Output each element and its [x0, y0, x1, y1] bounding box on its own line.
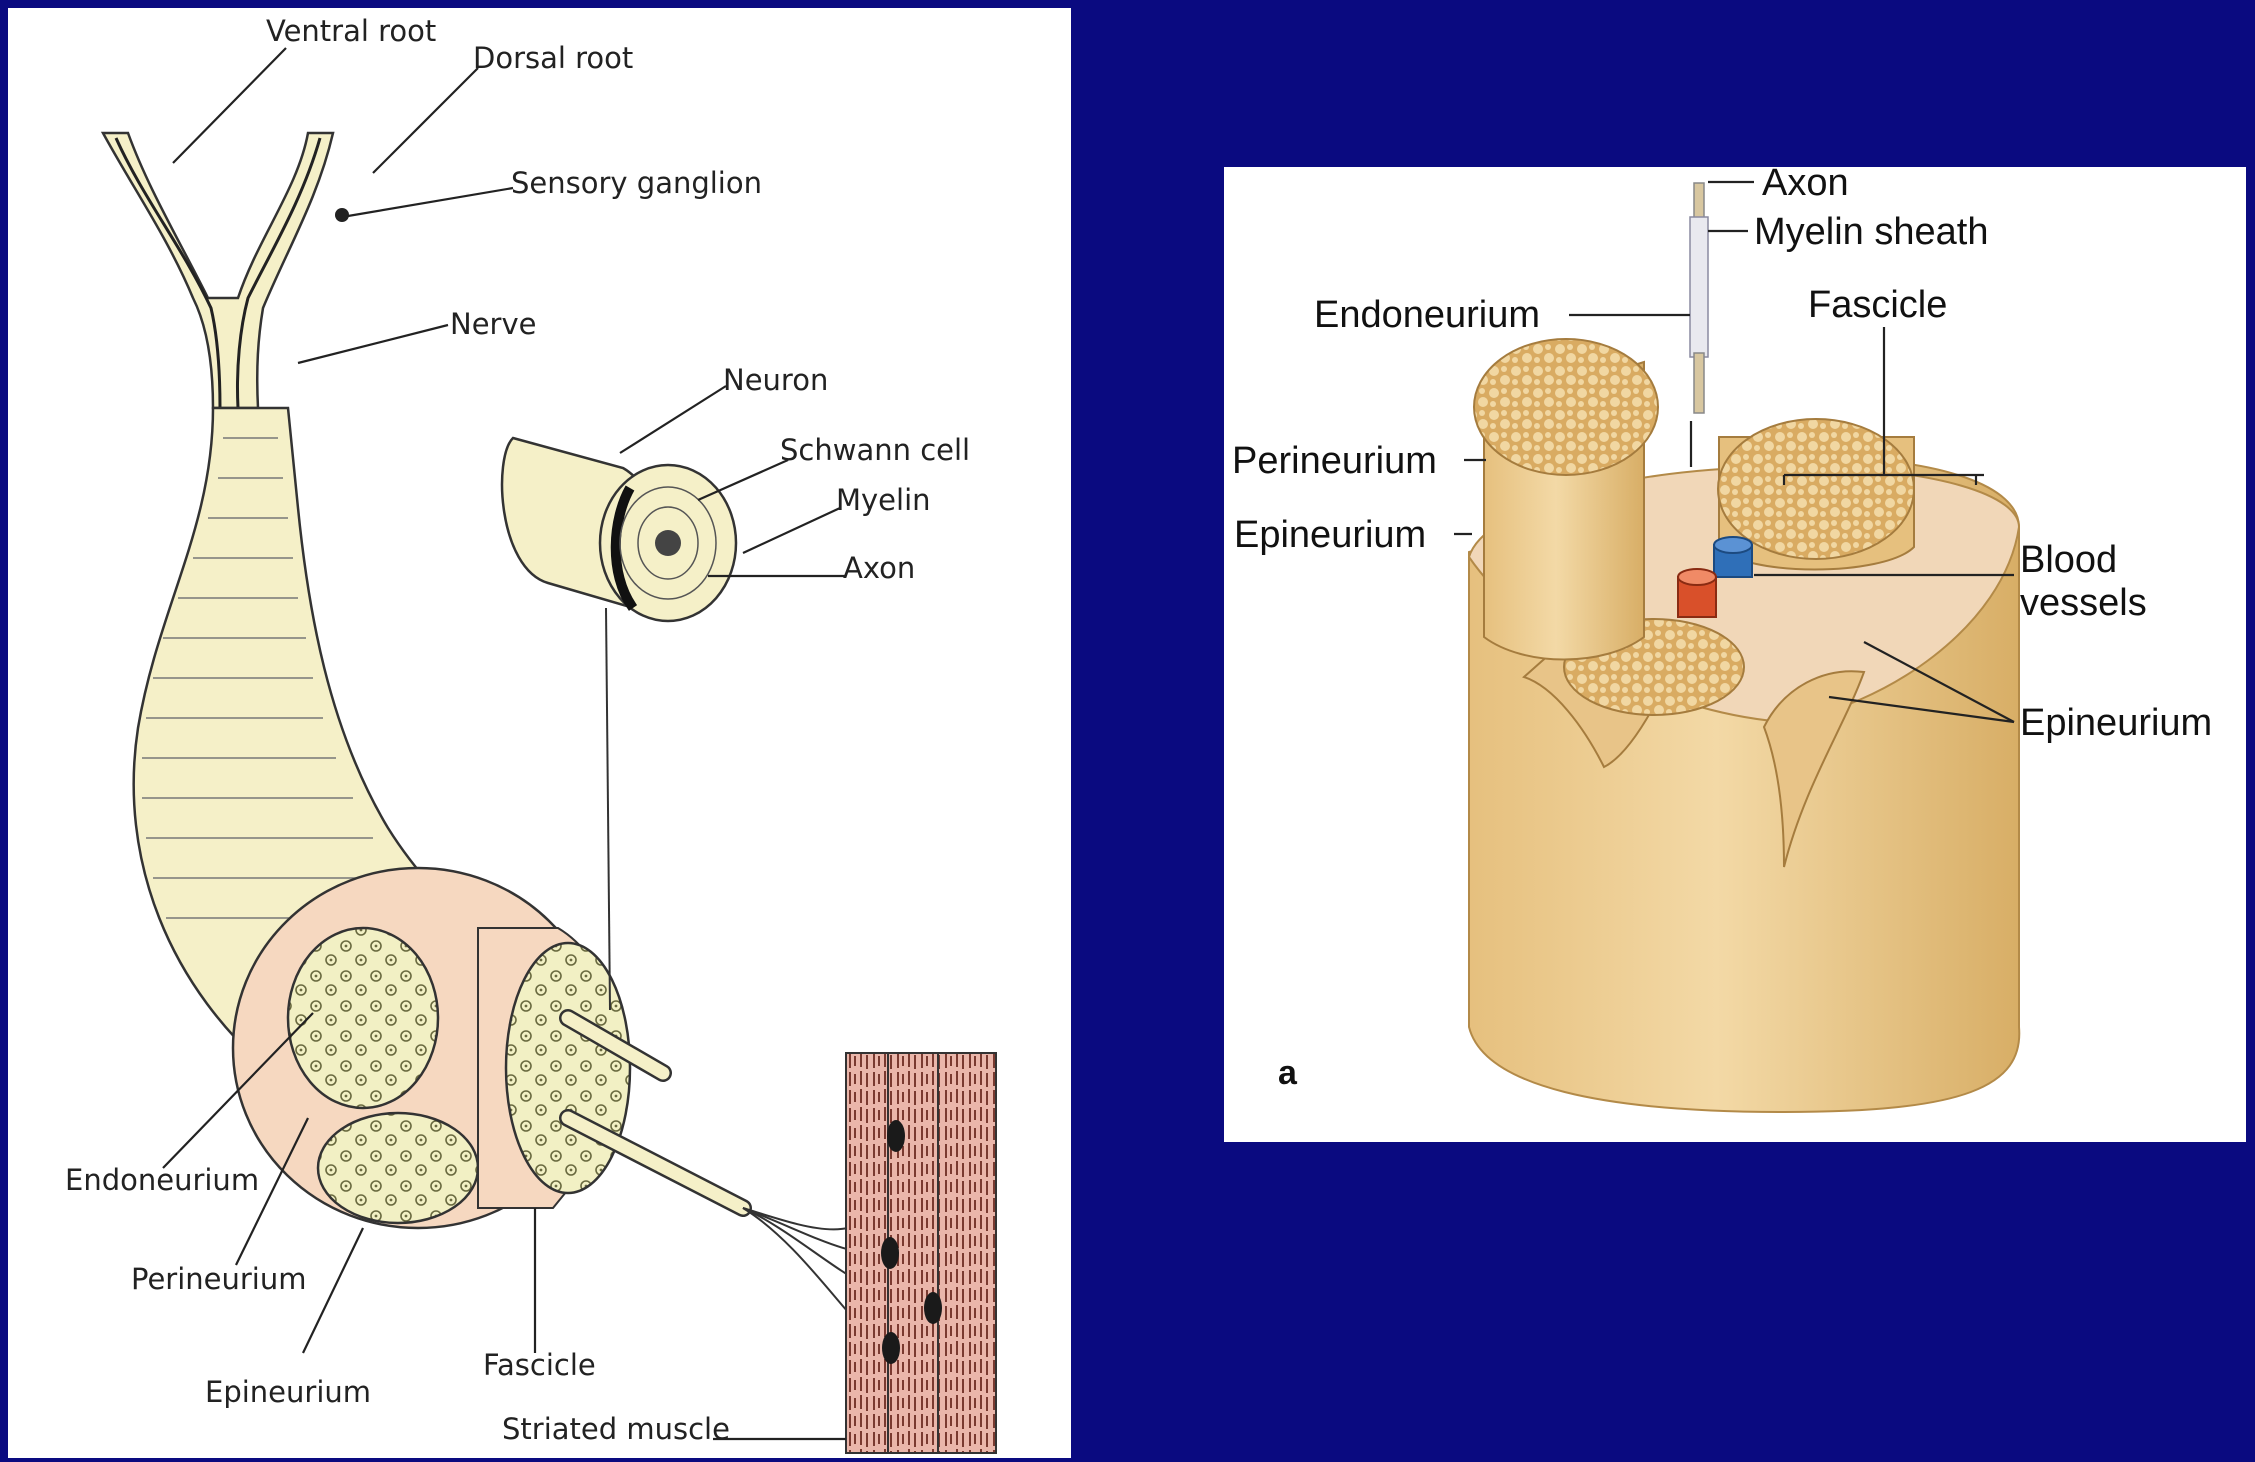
motor-end-plates — [881, 1120, 942, 1364]
striated-muscle-block — [845, 1052, 997, 1454]
label-endoneurium: Endoneurium — [1314, 294, 1540, 336]
label-blood-vessels-line2: vessels — [2020, 582, 2147, 624]
label-epineurium-lower: Epineurium — [2020, 702, 2212, 744]
label-blood-vessels-line1: Blood — [2020, 539, 2117, 581]
label-nerve: Nerve — [450, 307, 536, 341]
label-endoneurium: Endoneurium — [65, 1163, 259, 1197]
right-nerve-diagram-panel: Axon Myelin sheath Endoneurium Fascicle … — [1224, 167, 2246, 1142]
nerve-hatching — [142, 437, 428, 919]
fascicle-end — [504, 941, 632, 1195]
right-nerve-diagram: Axon Myelin sheath Endoneurium Fascicle … — [1232, 167, 2212, 1114]
label-fascicle: Fascicle — [483, 1348, 596, 1382]
schwann-cell-band — [610, 485, 638, 611]
label-epineurium: Epineurium — [205, 1375, 371, 1409]
label-axon: Axon — [1762, 167, 1849, 204]
label-striated-muscle: Striated muscle — [502, 1412, 730, 1446]
axon-core — [655, 530, 681, 556]
myelin-sheath-rod — [1689, 216, 1709, 358]
left-leader-lines — [162, 47, 846, 1441]
label-dorsal-root: Dorsal root — [473, 41, 633, 75]
label-perineurium: Perineurium — [1232, 440, 1437, 482]
label-neuron: Neuron — [723, 363, 828, 397]
label-fascicle: Fascicle — [1808, 284, 1947, 326]
label-ventral-root: Ventral root — [266, 14, 436, 48]
label-myelin-sheath: Myelin sheath — [1754, 211, 1988, 253]
blood-vessels — [1677, 536, 1753, 618]
nerve-roots — [100, 131, 349, 410]
right-leader-lines — [1454, 180, 2015, 724]
label-axon: Axon — [843, 551, 915, 585]
label-myelin: Myelin — [836, 483, 931, 517]
panel-letter: a — [1278, 1054, 1298, 1092]
left-nerve-diagram-panel: Ventral root Dorsal root Sensory ganglio… — [8, 8, 1071, 1458]
ganglion-dot — [335, 208, 349, 222]
fascicle-right — [1717, 418, 1915, 560]
fascicle-tall-top — [1473, 338, 1659, 476]
fascicle-bundle-2 — [316, 1111, 480, 1225]
label-sensory-ganglion: Sensory ganglion — [511, 166, 762, 200]
epineurium-flap-2 — [1762, 670, 1866, 868]
label-epineurium-upper: Epineurium — [1234, 514, 1426, 556]
fascicle-bundle-1 — [286, 926, 440, 1110]
label-perineurium: Perineurium — [131, 1262, 307, 1296]
label-schwann-cell: Schwann cell — [780, 433, 970, 467]
left-nerve-diagram: Ventral root Dorsal root Sensory ganglio… — [65, 14, 997, 1454]
